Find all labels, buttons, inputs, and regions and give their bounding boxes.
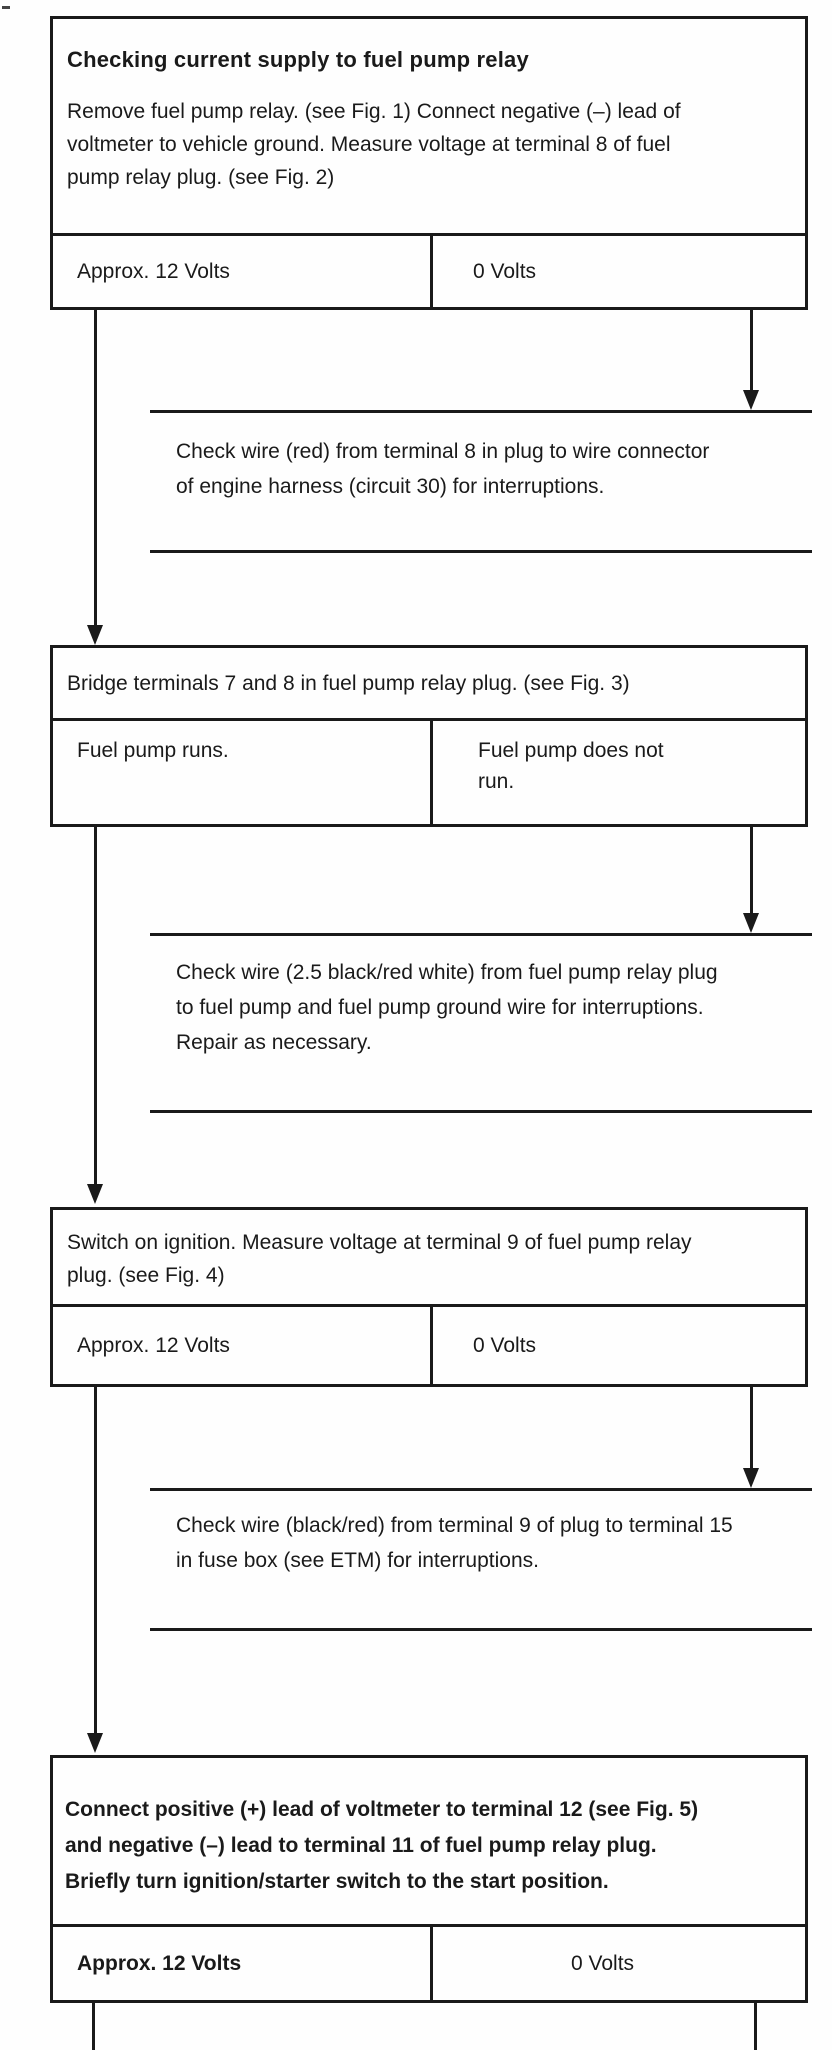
flow-arrow-right-3-head xyxy=(743,1468,759,1488)
decision-box-3-header: Switch on ignition. Measure voltage at t… xyxy=(53,1210,805,1292)
scan-artifact-dash xyxy=(2,6,10,9)
note-2-rule-bottom xyxy=(150,1110,812,1113)
decision-box-3: Switch on ignition. Measure voltage at t… xyxy=(50,1207,808,1387)
note-3-rule-top xyxy=(150,1488,812,1491)
outcome-1-left: Approx. 12 Volts xyxy=(53,236,433,307)
note-1-text: Check wire (red) from terminal 8 in plug… xyxy=(176,440,710,498)
flow-arrow-right-2-head xyxy=(743,913,759,933)
flow-arrow-left-1-line xyxy=(94,310,97,628)
outcome-row-4: Approx. 12 Volts 0 Volts xyxy=(53,1924,805,2000)
note-2-text: Check wire (2.5 black/red white) from fu… xyxy=(176,961,718,1054)
flow-arrow-left-3-line xyxy=(94,1387,97,1735)
outcome-3-right: 0 Volts xyxy=(473,1334,537,1357)
outcome-1-right: 0 Volts xyxy=(473,260,537,283)
outcome-4-left: Approx. 12 Volts xyxy=(53,1927,433,2000)
note-3-rule-bottom xyxy=(150,1628,812,1631)
outcome-row-3: Approx. 12 Volts 0 Volts xyxy=(53,1304,805,1384)
note-2-rule-top xyxy=(150,933,812,936)
outcome-row-1: Approx. 12 Volts 0 Volts xyxy=(53,233,805,307)
flow-arrow-left-2-head xyxy=(87,1184,103,1204)
step-2-instruction: Bridge terminals 7 and 8 in fuel pump re… xyxy=(67,671,630,695)
outcome-3-left: Approx. 12 Volts xyxy=(53,1307,433,1384)
decision-box-1: Checking current supply to fuel pump rel… xyxy=(50,16,808,310)
outcome-4-right: 0 Volts xyxy=(571,1952,635,1975)
decision-box-2-header: Bridge terminals 7 and 8 in fuel pump re… xyxy=(53,648,805,718)
step-4-instruction: Connect positive (+) lead of voltmeter t… xyxy=(65,1798,699,1893)
step-3-instruction: Switch on ignition. Measure voltage at t… xyxy=(67,1231,692,1287)
flow-arrow-right-4-line xyxy=(754,2003,757,2050)
flow-arrow-right-1-line xyxy=(750,310,753,392)
flow-arrow-right-1-head xyxy=(743,390,759,410)
note-1-rule-top xyxy=(150,410,812,413)
note-3-text: Check wire (black/red) from terminal 9 o… xyxy=(176,1514,733,1572)
outcome-2-left: Fuel pump runs. xyxy=(53,721,433,824)
step-1-title: Checking current supply to fuel pump rel… xyxy=(67,47,529,72)
step-1-instruction: Remove fuel pump relay. (see Fig. 1) Con… xyxy=(67,100,681,189)
outcome-2-right: Fuel pump does not run. xyxy=(478,739,664,793)
flow-arrow-left-1-head xyxy=(87,625,103,645)
decision-box-4: Connect positive (+) lead of voltmeter t… xyxy=(50,1755,808,2003)
flow-arrow-left-4-line xyxy=(92,2003,95,2050)
decision-box-1-header: Checking current supply to fuel pump rel… xyxy=(53,19,805,194)
flow-arrow-left-2-line xyxy=(94,827,97,1185)
decision-box-4-header: Connect positive (+) lead of voltmeter t… xyxy=(53,1758,805,1900)
flow-arrow-right-2-line xyxy=(750,827,753,915)
outcome-row-2: Fuel pump runs. Fuel pump does not run. xyxy=(53,718,805,824)
note-1-rule-bottom xyxy=(150,550,812,553)
flow-arrow-right-3-line xyxy=(750,1387,753,1470)
flow-arrow-left-3-head xyxy=(87,1733,103,1753)
decision-box-2: Bridge terminals 7 and 8 in fuel pump re… xyxy=(50,645,808,827)
